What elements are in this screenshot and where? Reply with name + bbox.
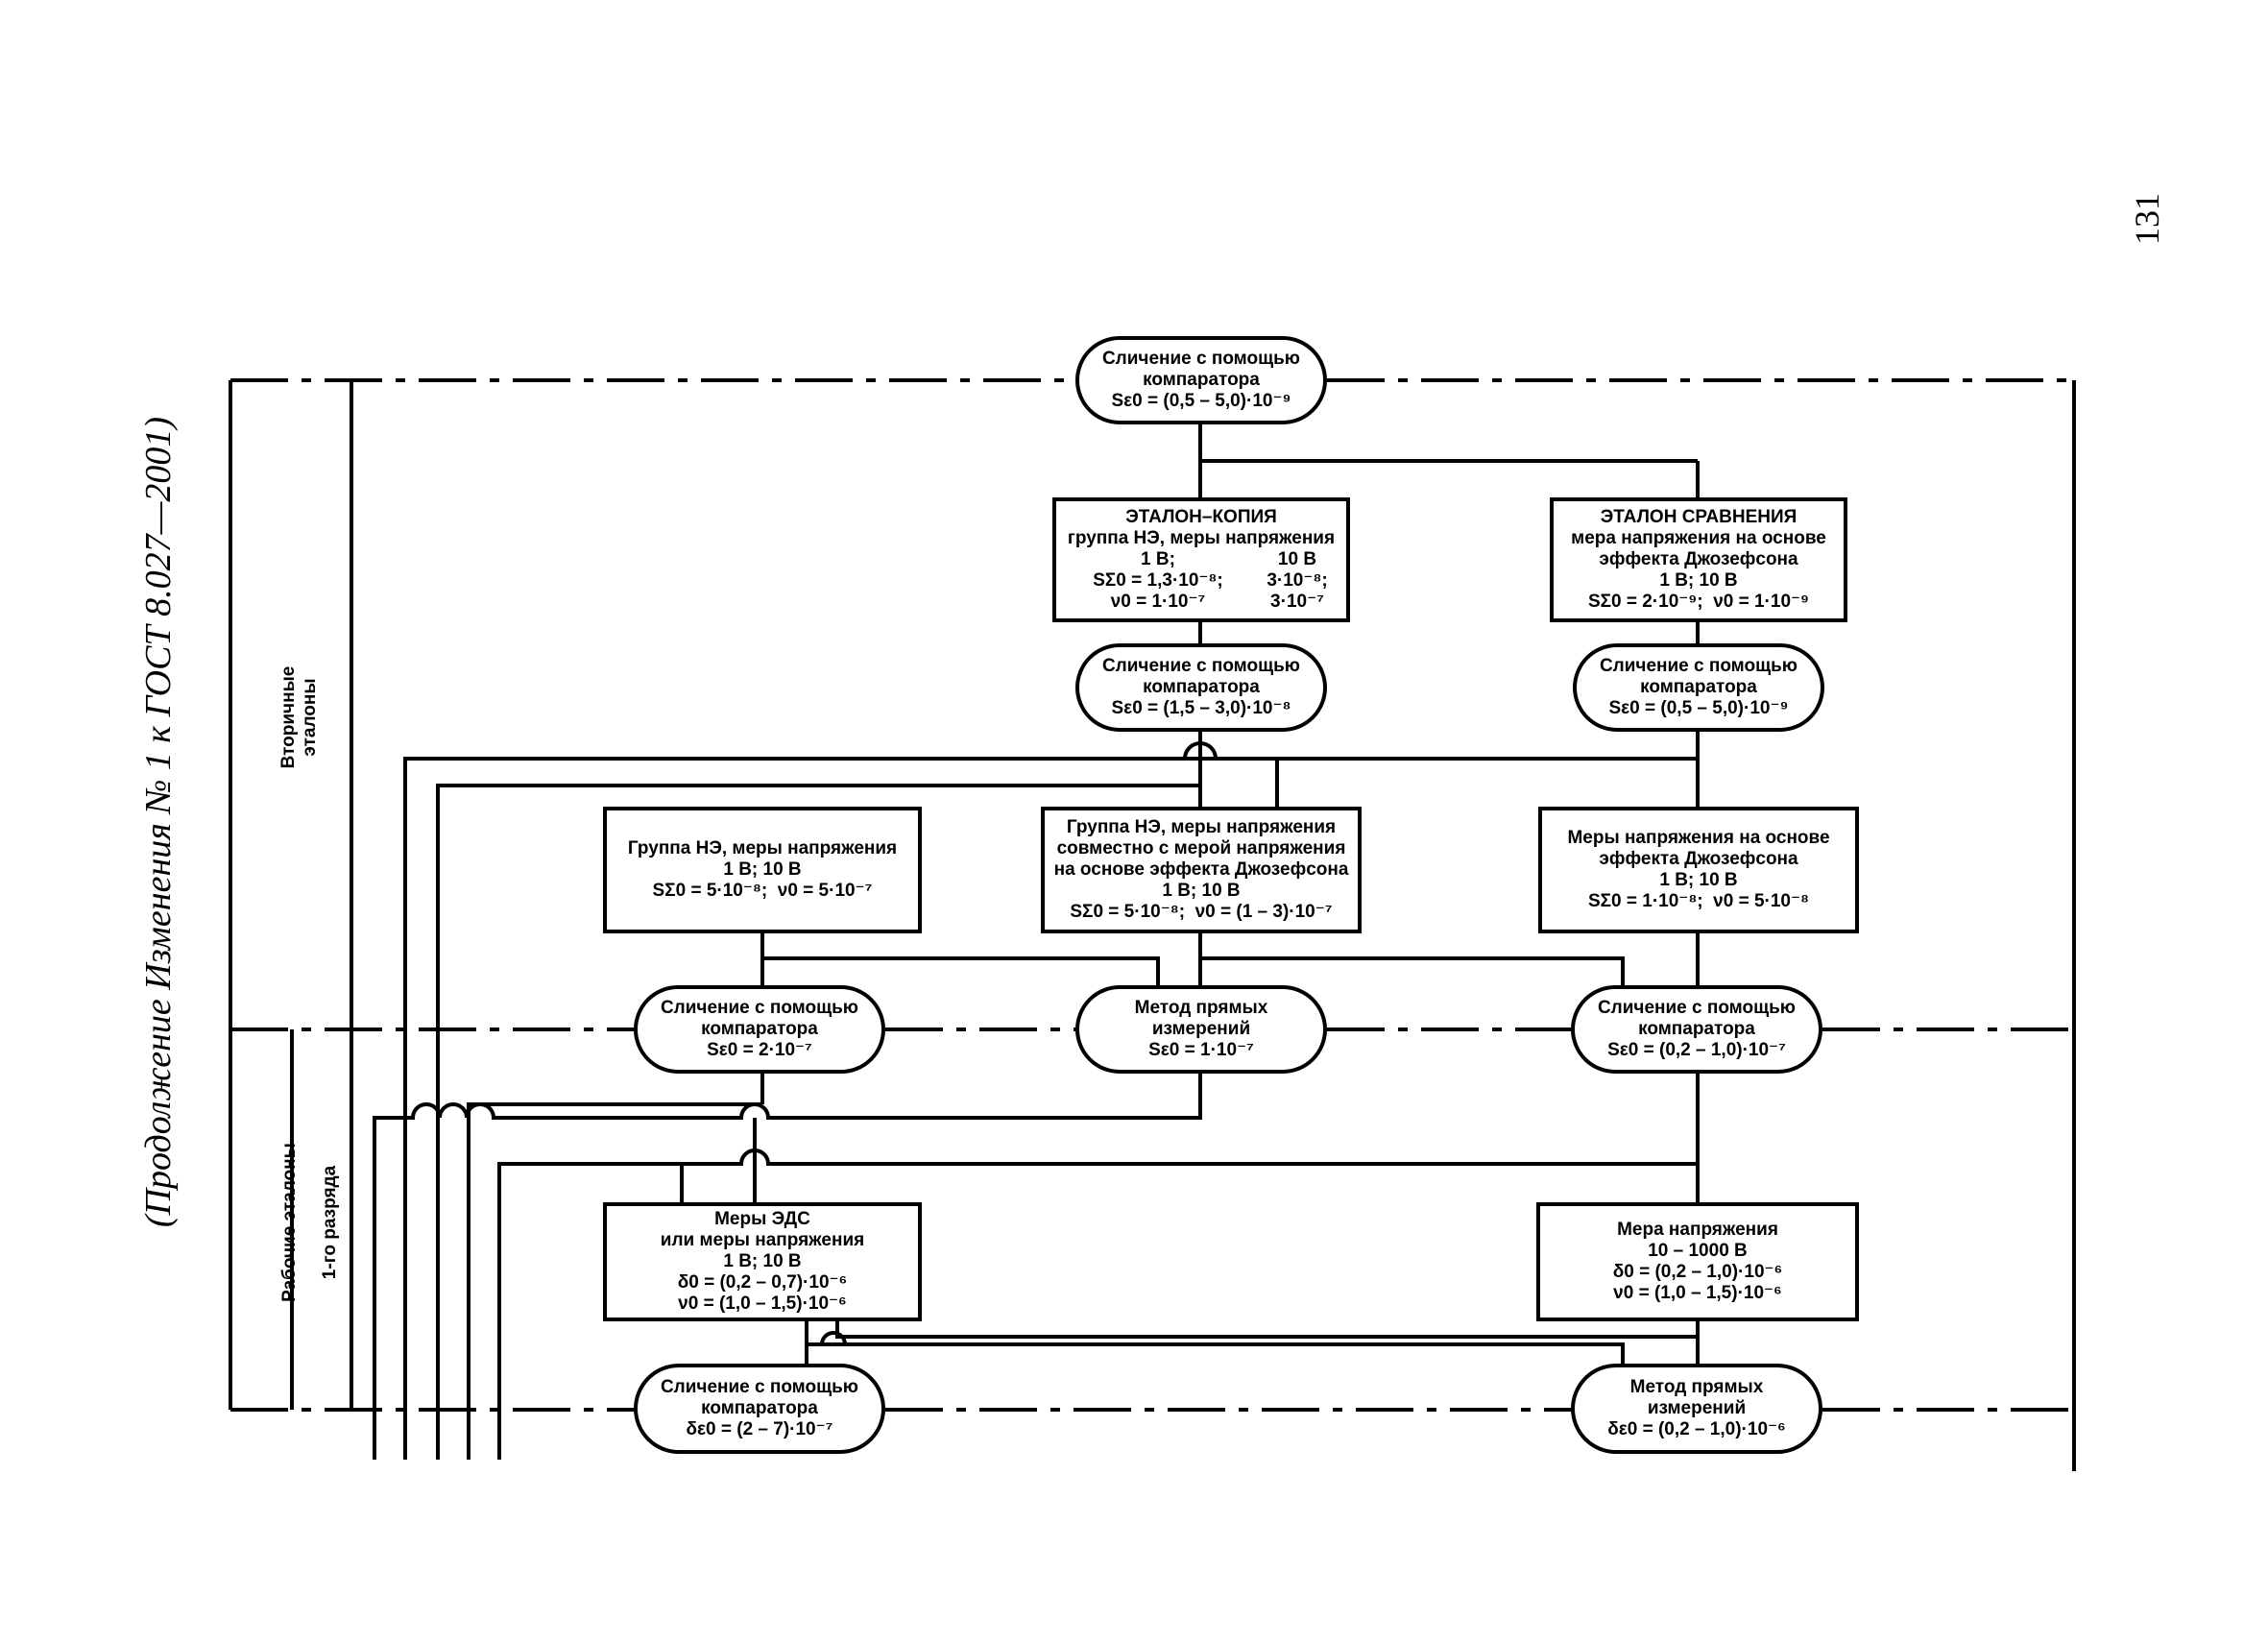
- node-text: Sε0 = (0,5 – 5,0)·10⁻⁹: [1608, 698, 1789, 718]
- josephson-measures-box: Меры напряжения на основе эффекта Джозеф…: [1538, 807, 1859, 933]
- node-text: эффекта Джозефсона: [1599, 549, 1798, 569]
- level-label-working: Рабочие эталоны: [279, 1143, 300, 1302]
- node-text: 1 В; 10 В: [723, 859, 802, 880]
- node-text: Метод прямых: [1629, 1377, 1764, 1397]
- node-text: измерений: [1151, 1019, 1251, 1039]
- comparator-low-right: Сличение с помощью компаратора Sε0 = (0,…: [1571, 985, 1822, 1074]
- node-text: SΣ0 = 5·10⁻⁸; ν0 = 5·10⁻⁷: [652, 881, 873, 901]
- node-text: группа НЭ, меры напряжения: [1067, 528, 1336, 548]
- node-text: компаратора: [1143, 677, 1260, 697]
- node-title: ЭТАЛОН–КОПИЯ: [1125, 507, 1277, 527]
- page-header: (Продолжение Изменения № 1 к ГОСТ 8.027—…: [138, 416, 179, 1228]
- node-text: на основе эффекта Джозефсона: [1053, 859, 1349, 880]
- node-text: компаратора: [1640, 677, 1757, 697]
- node-text: Sε0 = 1·10⁻⁷: [1148, 1040, 1254, 1060]
- level-label-first-rank: 1-го разряда: [320, 1165, 340, 1280]
- node-text: δ0 = (0,2 – 1,0)·10⁻⁶: [1612, 1262, 1783, 1282]
- direct-measure-bottom: Метод прямых измерений δε0 = (0,2 – 1,0)…: [1571, 1364, 1822, 1454]
- node-text: ν0 = (1,0 – 1,5)·10⁻⁶: [678, 1293, 847, 1314]
- node-text: SΣ0 = 1·10⁻⁸; ν0 = 5·10⁻⁸: [1587, 891, 1810, 911]
- node-text: Меры ЭДС: [714, 1209, 810, 1229]
- node-text: Сличение с помощью: [1599, 656, 1798, 676]
- node-text: Sε0 = 2·10⁻⁷: [707, 1040, 812, 1060]
- node-text: Sε0 = (0,2 – 1,0)·10⁻⁷: [1607, 1040, 1786, 1060]
- node-text: Сличение с помощью: [1597, 998, 1797, 1018]
- node-text: 1 В; 10 В: [1162, 881, 1241, 901]
- level-label-secondary: Вторичные эталоны: [278, 665, 320, 769]
- node-text: Мера напряжения: [1617, 1220, 1778, 1240]
- comparator-top: Сличение с помощью компаратора Sε0 = (0,…: [1075, 336, 1327, 424]
- node-text: SΣ0 = 5·10⁻⁸; ν0 = (1 – 3)·10⁻⁷: [1070, 902, 1333, 922]
- node-text: SΣ0 = 2·10⁻⁹; ν0 = 1·10⁻⁹: [1587, 592, 1810, 612]
- group-ne-joint-box: Группа НЭ, меры напряжения совместно с м…: [1041, 807, 1362, 933]
- group-ne-box: Группа НЭ, меры напряжения 1 В; 10 В SΣ0…: [603, 807, 922, 933]
- node-text: эффекта Джозефсона: [1599, 849, 1798, 869]
- node-text: Метод прямых: [1134, 998, 1268, 1018]
- node-text: Меры напряжения на основе: [1567, 828, 1830, 848]
- emf-measures-box: Меры ЭДС или меры напряжения 1 В; 10 В δ…: [603, 1202, 922, 1321]
- page-number: 131: [2128, 193, 2166, 245]
- comparator-mid-right: Сличение с помощью компаратора Sε0 = (0,…: [1573, 643, 1824, 732]
- node-text: компаратора: [701, 1019, 818, 1039]
- node-text: δε0 = (2 – 7)·10⁻⁷: [686, 1419, 833, 1439]
- node-text: 10 – 1000 В: [1648, 1241, 1748, 1261]
- node-row: SΣ0 = 1,3·10⁻⁸;3·10⁻⁸;: [1093, 570, 1328, 591]
- node-text: измерений: [1647, 1398, 1747, 1418]
- node-text: δ0 = (0,2 – 0,7)·10⁻⁶: [677, 1272, 848, 1293]
- node-text: δε0 = (0,2 – 1,0)·10⁻⁶: [1607, 1419, 1786, 1439]
- node-text: Sε0 = (1,5 – 3,0)·10⁻⁸: [1111, 698, 1291, 718]
- node-text: Группа НЭ, меры напряжения: [1066, 817, 1337, 837]
- node-text: Сличение с помощью: [1101, 656, 1301, 676]
- comparator-bottom: Сличение с помощью компаратора δε0 = (2 …: [634, 1364, 885, 1454]
- node-text: компаратора: [1638, 1019, 1755, 1039]
- node-text: Сличение с помощью: [660, 1377, 859, 1397]
- comparator-mid-left: Сличение с помощью компаратора Sε0 = (1,…: [1075, 643, 1327, 732]
- node-text: компаратора: [1143, 370, 1260, 390]
- node-row: 1 В;10 В: [1141, 549, 1317, 569]
- node-text: 1 В; 10 В: [723, 1251, 802, 1271]
- etalon-copy-box: ЭТАЛОН–КОПИЯ группа НЭ, меры напряжения …: [1052, 497, 1350, 622]
- node-text: совместно с мерой напряжения: [1056, 838, 1346, 858]
- node-text: 1 В; 10 В: [1659, 870, 1738, 890]
- node-text: или меры напряжения: [660, 1230, 865, 1250]
- direct-measure-mid: Метод прямых измерений Sε0 = 1·10⁻⁷: [1075, 985, 1327, 1074]
- node-text: 1 В; 10 В: [1659, 570, 1738, 591]
- node-text: ν0 = (1,0 – 1,5)·10⁻⁶: [1613, 1283, 1782, 1303]
- node-text: Группа НЭ, меры напряжения: [627, 838, 898, 858]
- node-text: компаратора: [701, 1398, 818, 1418]
- node-text: мера напряжения на основе: [1571, 528, 1826, 548]
- comparator-low-left: Сличение с помощью компаратора Sε0 = 2·1…: [634, 985, 885, 1074]
- node-text: Сличение с помощью: [660, 998, 859, 1018]
- etalon-compare-box: ЭТАЛОН СРАВНЕНИЯ мера напряжения на осно…: [1550, 497, 1847, 622]
- node-title: ЭТАЛОН СРАВНЕНИЯ: [1600, 507, 1798, 527]
- voltage-measure-box: Мера напряжения 10 – 1000 В δ0 = (0,2 – …: [1536, 1202, 1859, 1321]
- node-text: Сличение с помощью: [1101, 349, 1301, 369]
- node-text: Sε0 = (0,5 – 5,0)·10⁻⁹: [1111, 391, 1291, 411]
